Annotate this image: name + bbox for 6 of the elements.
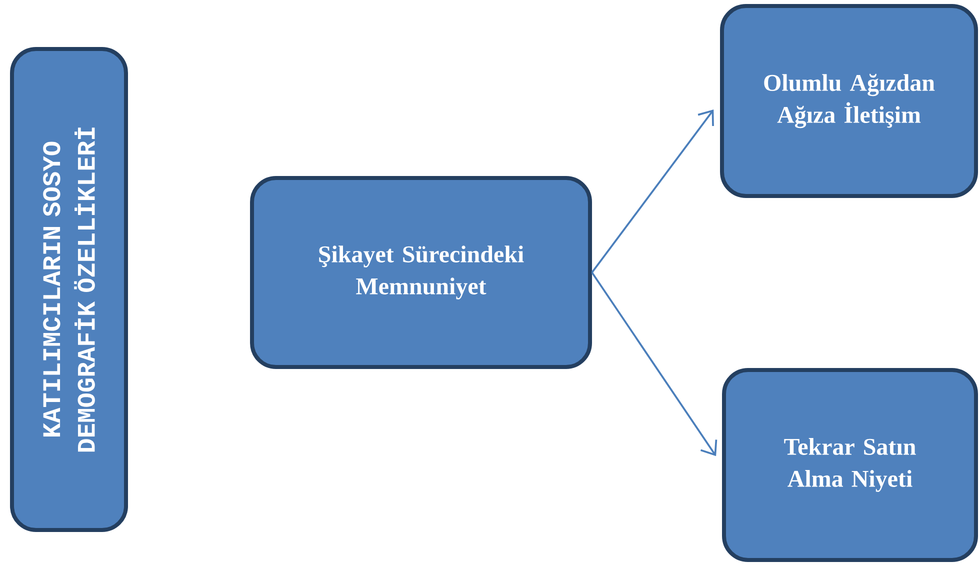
process-box: Tekrar Satın Alma Niyeti (722, 368, 978, 562)
process-box: Şikayet Sürecindeki Memnuniyet (250, 176, 592, 370)
arrow (591, 110, 714, 274)
arrow (591, 272, 718, 456)
process-box: KATILIMCILARIN SOSYO DEMOGRAFİK ÖZELLİKLERİ (10, 46, 128, 532)
process-box: Olumlu Ağızdan Ağıza İletişim (720, 4, 978, 198)
